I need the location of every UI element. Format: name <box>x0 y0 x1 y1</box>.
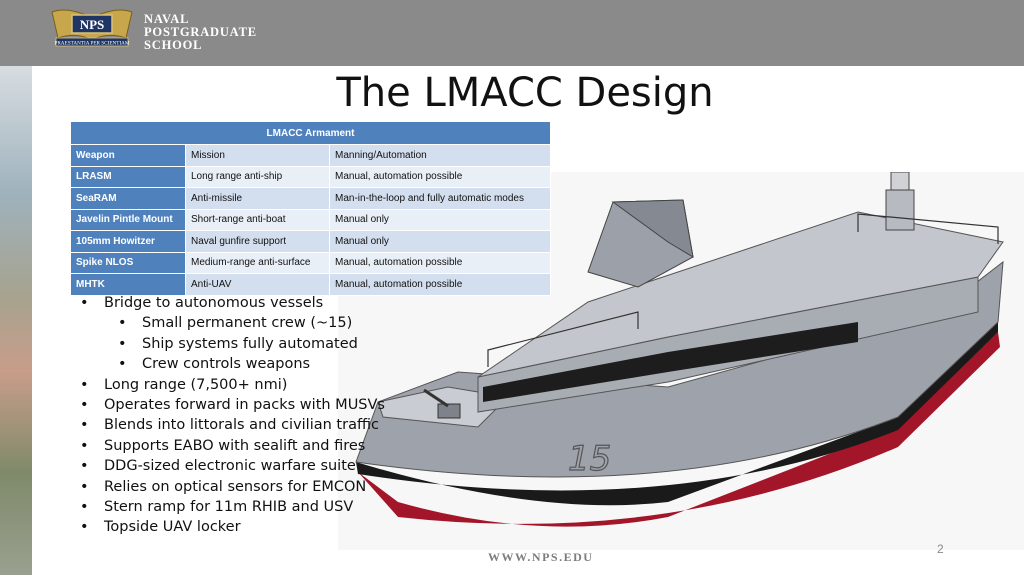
table-cell: Man-in-the-loop and fully automatic mode… <box>328 187 552 210</box>
table-cell: Anti-missile <box>185 187 330 210</box>
column-header: Weapon <box>70 144 186 167</box>
table-cell: 105mm Howitzer <box>70 230 186 253</box>
list-item: Blends into littorals and civilian traff… <box>80 415 385 435</box>
table-cell: Manual, automation possible <box>328 273 552 296</box>
nps-logo: NPS PRAESTANTIA PER SCIENTIAM <box>51 9 133 47</box>
list-item: Ship systems fully automated <box>80 334 385 354</box>
footer-url: WWW.NPS.EDU <box>488 550 594 564</box>
table-cell: Manual only <box>328 230 552 253</box>
armament-table: LMACC Armament Weapon Mission Manning/Au… <box>69 121 552 296</box>
column-header: Manning/Automation <box>328 144 552 167</box>
list-item: Small permanent crew (~15) <box>80 313 385 333</box>
table-row: 105mm Howitzer Naval gunfire support Man… <box>70 230 552 253</box>
list-item: Stern ramp for 11m RHIB and USV <box>80 497 385 517</box>
table-cell: Medium-range anti-surface <box>185 251 330 274</box>
table-row: Spike NLOS Medium-range anti-surface Man… <box>70 251 552 274</box>
school-line: POSTGRADUATE <box>144 25 257 39</box>
table-cell: Anti-UAV <box>185 273 330 296</box>
slide-title: The LMACC Design <box>336 70 714 116</box>
school-line: SCHOOL <box>144 38 203 52</box>
list-item: Topside UAV locker <box>80 517 385 537</box>
table-cell: Manual, automation possible <box>328 165 552 188</box>
table-cell: MHTK <box>70 273 186 296</box>
logo-motto: PRAESTANTIA PER SCIENTIAM <box>54 41 129 47</box>
table-cell: Spike NLOS <box>70 251 186 274</box>
table-cell: Javelin Pintle Mount <box>70 208 186 231</box>
table-row: MHTK Anti-UAV Manual, automation possibl… <box>70 273 552 296</box>
feature-list: Bridge to autonomous vessels Small perma… <box>80 293 385 538</box>
left-photo-strip <box>0 66 32 575</box>
table-cell: Short-range anti-boat <box>185 208 330 231</box>
list-item: Long range (7,500+ nmi) <box>80 375 385 395</box>
table-row: Javelin Pintle Mount Short-range anti-bo… <box>70 208 552 231</box>
list-item: Supports EABO with sealift and fires <box>80 436 385 456</box>
table-cell: SeaRAM <box>70 187 186 210</box>
page-number: 2 <box>937 542 944 556</box>
list-item: DDG-sized electronic warfare suite <box>80 456 385 476</box>
table-cell: Long range anti-ship <box>185 165 330 188</box>
list-item: Crew controls weapons <box>80 354 385 374</box>
hull-number: 15 <box>568 439 611 479</box>
school-line: NAVAL <box>144 12 190 26</box>
table-cell: LRASM <box>70 165 186 188</box>
list-item: Bridge to autonomous vessels <box>80 293 385 313</box>
school-name: NAVAL POSTGRADUATE SCHOOL <box>144 13 257 52</box>
ship-illustration: 15 <box>338 172 1024 550</box>
table-row: SeaRAM Anti-missile Man-in-the-loop and … <box>70 187 552 210</box>
table-cell: Manual only <box>328 208 552 231</box>
table-cell: Manual, automation possible <box>328 251 552 274</box>
header-bar: NPS PRAESTANTIA PER SCIENTIAM NAVAL POST… <box>0 0 1024 66</box>
logo-text: NPS <box>80 17 105 32</box>
list-item: Relies on optical sensors for EMCON <box>80 477 385 497</box>
table-row: LRASM Long range anti-ship Manual, autom… <box>70 165 552 188</box>
list-item: Operates forward in packs with MUSVs <box>80 395 385 415</box>
column-header: Mission <box>185 144 330 167</box>
table-cell: Naval gunfire support <box>185 230 330 253</box>
table-caption: LMACC Armament <box>69 121 552 145</box>
